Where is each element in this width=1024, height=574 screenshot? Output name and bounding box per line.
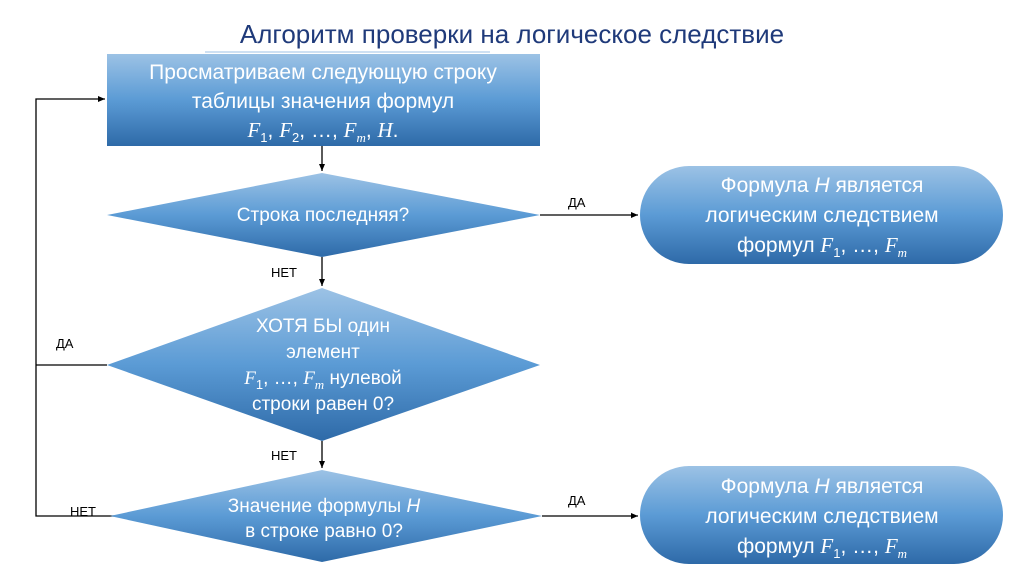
decision-zero-element: ХОТЯ БЫ один элемент F1, …, Fm нулевой с…: [107, 288, 540, 441]
process-line1: Просматриваем следующую строку: [149, 61, 497, 84]
decision2-line4: строки равен 0?: [252, 394, 394, 415]
terminal2-line2: логическим следствием: [705, 505, 938, 528]
decision3-line2: в строке равно 0?: [245, 521, 403, 542]
process-line2: таблицы значения формул: [192, 90, 454, 113]
terminal1-line2: логическим следствием: [705, 204, 938, 227]
decision1-text: Строка последняя?: [237, 205, 409, 226]
decision2-diamond: [107, 288, 540, 441]
process-rect: [107, 54, 540, 146]
label-no-decision2: НЕТ: [271, 448, 297, 463]
terminal-result-1: Формула H является логическим следствием…: [640, 166, 1003, 264]
terminal1-line1: Формула H является: [721, 174, 924, 197]
process-formula: F1, F2, …, Fm, H.: [246, 118, 398, 145]
decision2-line3: F1, …, Fm нулевой: [243, 368, 402, 392]
label-yes-decision2: ДА: [56, 336, 74, 351]
page-title: Алгоритм проверки на логическое следстви…: [240, 19, 784, 49]
decision1-diamond: [107, 173, 540, 257]
connectors: [35, 96, 638, 519]
label-no-decision3: НЕТ: [70, 504, 96, 519]
decision3-diamond: [110, 470, 542, 562]
terminal2-shape: [640, 466, 1003, 564]
label-yes-decision1: ДА: [568, 195, 586, 210]
label-no-decision1: НЕТ: [271, 265, 297, 280]
terminal1-shape: [640, 166, 1003, 264]
decision-last-row: Строка последняя?: [107, 173, 540, 257]
terminal2-line1: Формула H является: [721, 475, 924, 498]
decision3-line1: Значение формулы H: [228, 496, 421, 517]
process-box: Просматриваем следующую строку таблицы з…: [107, 54, 540, 146]
decision-h-zero: Значение формулы H в строке равно 0?: [110, 470, 542, 562]
line-loop-back-to-process: [35, 96, 115, 517]
label-yes-decision3: ДА: [568, 493, 586, 508]
terminal2-line3: формул F1, …, Fm: [737, 534, 907, 561]
terminal-result-2: Формула H является логическим следствием…: [640, 466, 1003, 564]
terminal1-line3: формул F1, …, Fm: [737, 233, 907, 260]
decision2-line2: элемент: [286, 342, 360, 363]
decision2-line1: ХОТЯ БЫ один: [256, 316, 390, 337]
